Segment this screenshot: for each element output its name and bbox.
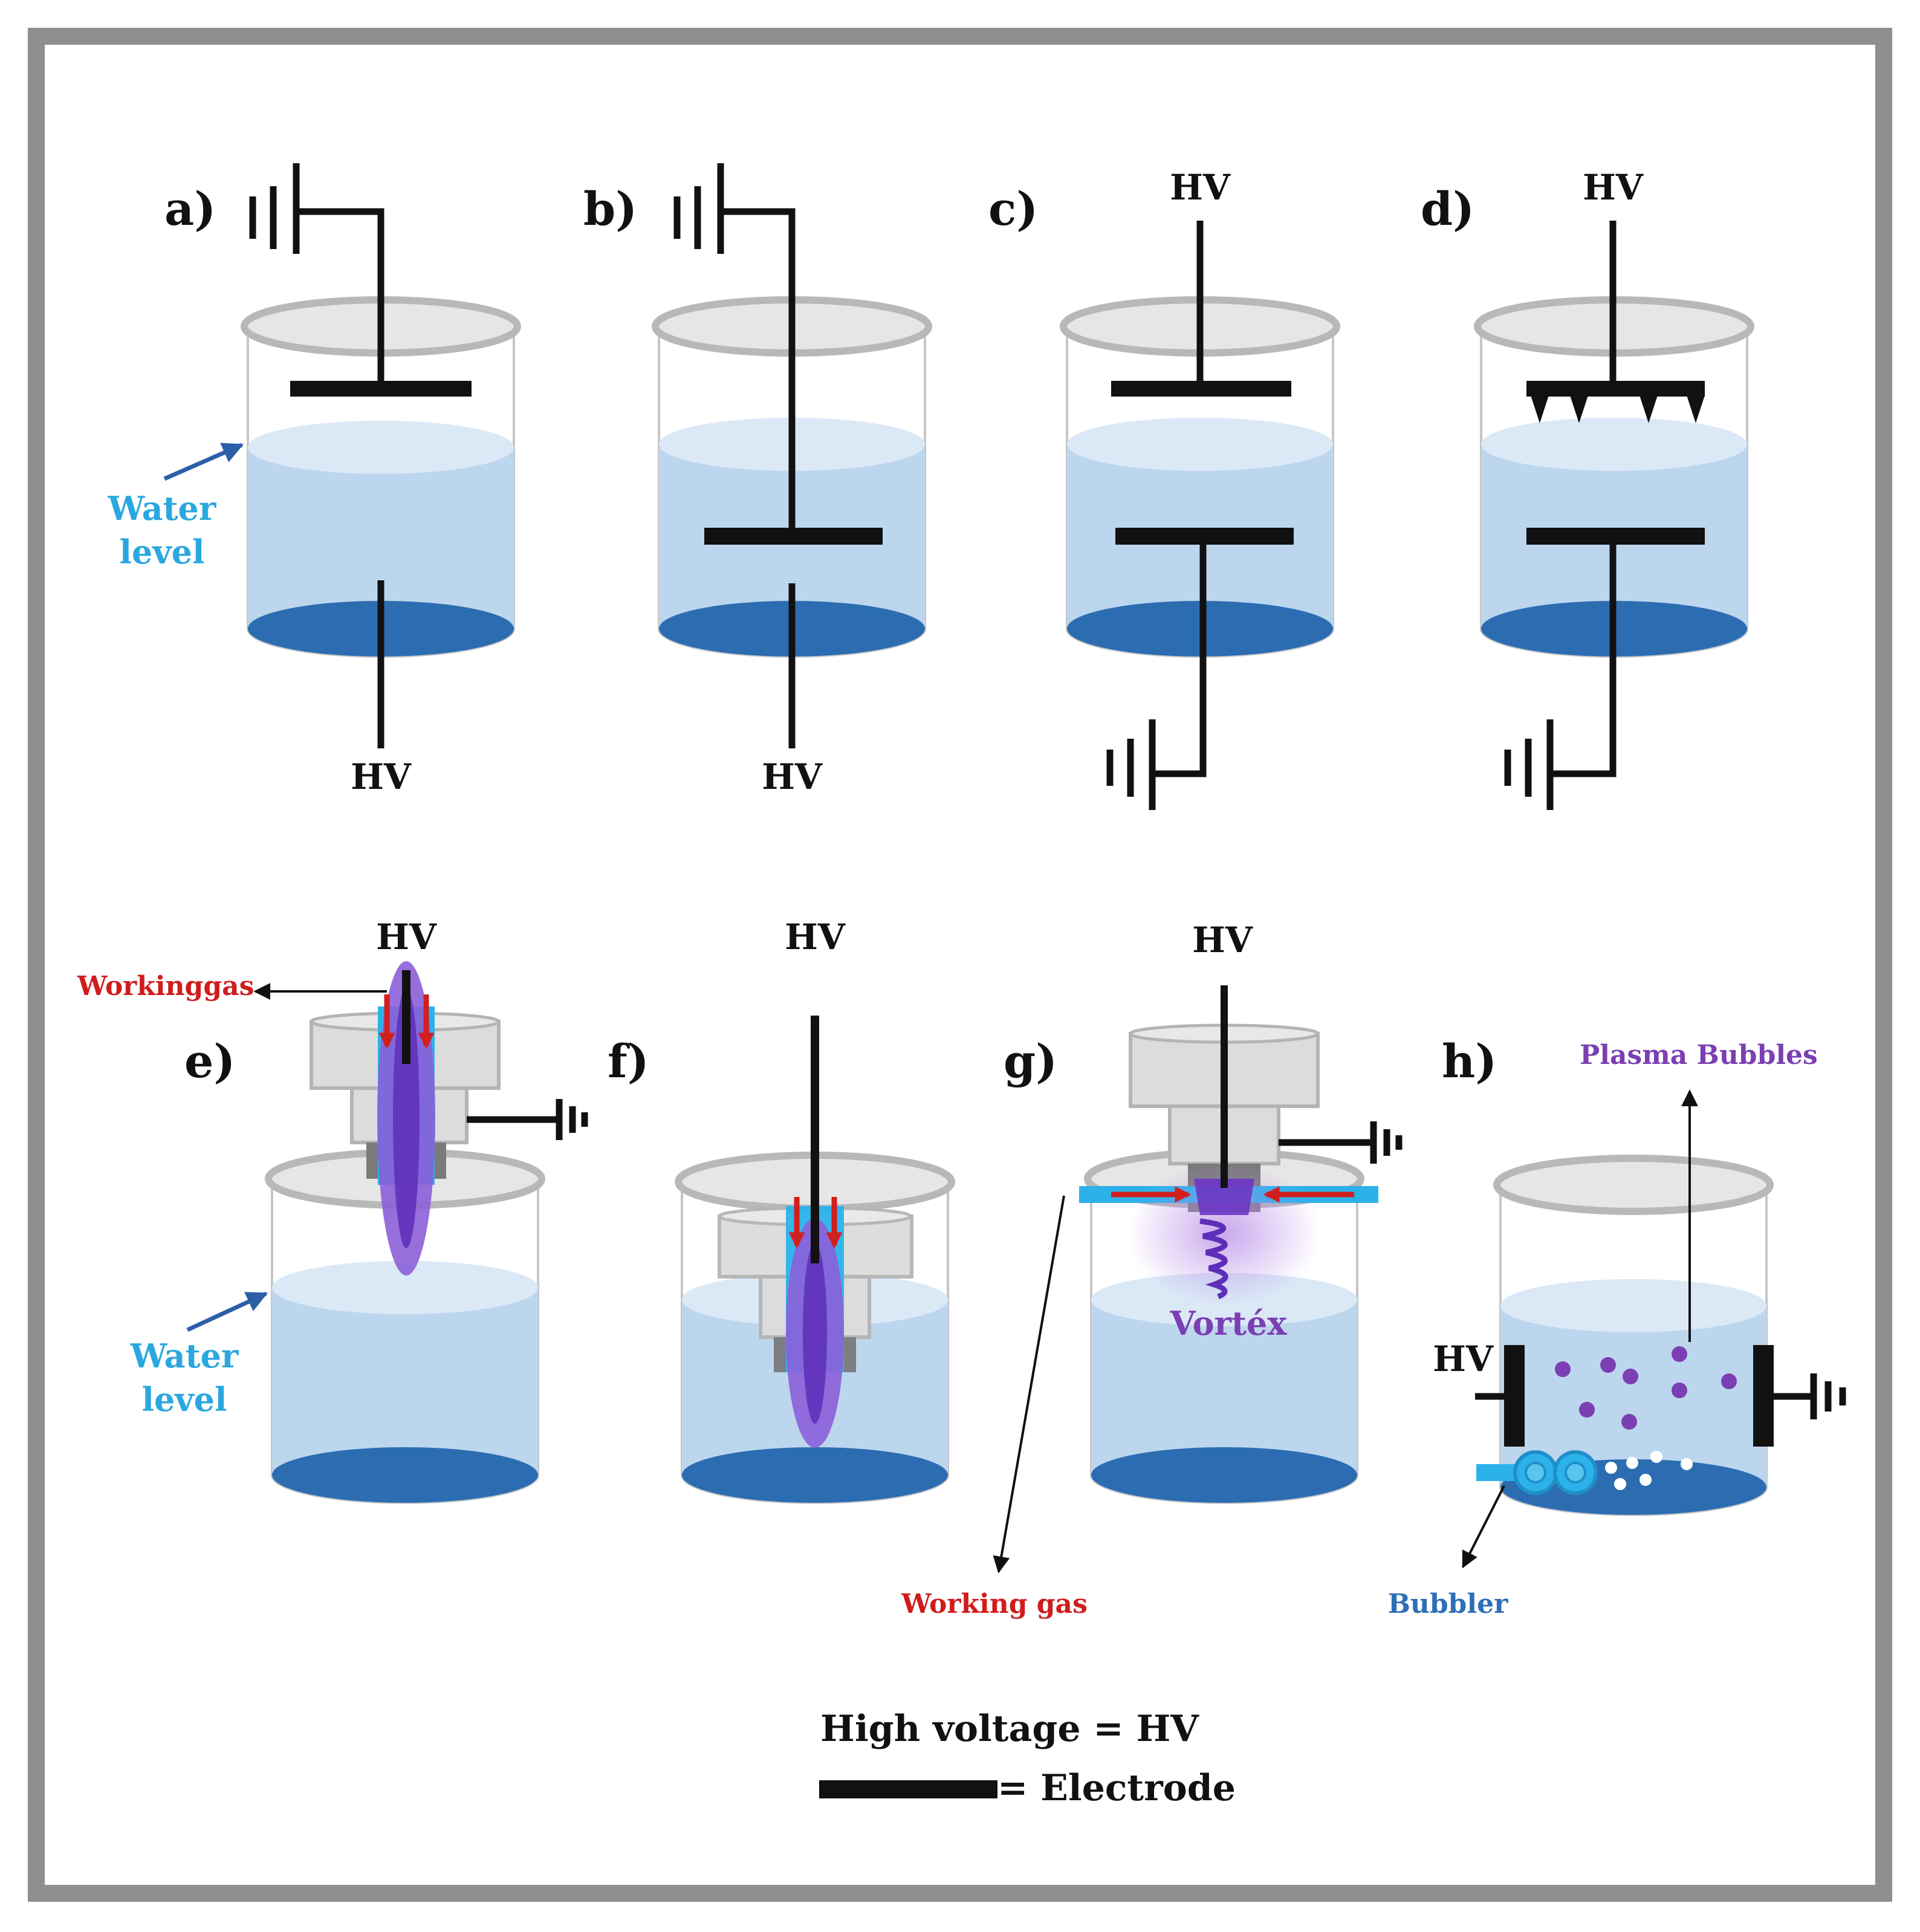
top-electrode-a — [290, 381, 472, 397]
hv-label-f: HV — [785, 916, 846, 958]
bubbler-h — [1476, 1450, 1598, 1495]
water-level-label-a-line2: level — [119, 533, 204, 571]
hv-label-a: HV — [351, 756, 412, 797]
panel-g: g) HV Vortéx Working gas — [901, 919, 1403, 1619]
vortex-spiral-g — [1199, 1218, 1228, 1300]
gas-bubbles-h — [1605, 1451, 1693, 1490]
panel-c-label: c) — [988, 182, 1038, 236]
hv-label-e: HV — [376, 916, 437, 958]
hv-label-h: HV — [1433, 1338, 1494, 1379]
submerged-electrode-b — [704, 528, 883, 545]
legend-hv-definition: High voltage = HV — [820, 1708, 1199, 1750]
panel-f-label: f) — [608, 1034, 649, 1088]
legend: High voltage = HV = Electrode — [819, 1708, 1236, 1809]
ground-side-electrode-h — [1753, 1345, 1774, 1447]
panel-d-label: d) — [1421, 182, 1474, 236]
vortex-label: Vortéx — [1170, 1304, 1288, 1343]
legend-electrode-swatch — [819, 1780, 997, 1798]
panel-b-label: b) — [583, 182, 637, 236]
submerged-electrode-c — [1115, 528, 1294, 545]
working-gas-label-e: Workinggas — [77, 971, 254, 1002]
plasma-bubbles-label: Plasma Bubbles — [1580, 1040, 1818, 1071]
plasma-bubbles-h — [1555, 1346, 1737, 1430]
ground-symbol-g — [1279, 1121, 1403, 1164]
water-level-label-a-line1: Water — [108, 489, 216, 528]
ground-symbol-a — [249, 163, 384, 348]
water-level-label-e-line1: Water — [130, 1337, 239, 1375]
panel-b: b) HV — [583, 163, 932, 797]
ground-symbol-h — [1774, 1373, 1846, 1419]
multi-pin-electrode-d — [1526, 381, 1705, 423]
hv-label-c: HV — [1170, 167, 1231, 208]
water-level-arrow-e — [186, 1291, 268, 1332]
panel-a-label: a) — [164, 182, 216, 236]
ground-symbol-c — [1106, 544, 1207, 810]
submerged-electrode-d — [1526, 528, 1705, 545]
bubbler-pointer — [1462, 1485, 1505, 1569]
working-gas-label-g: Working gas — [901, 1589, 1088, 1619]
legend-electrode-definition: = Electrode — [997, 1767, 1236, 1809]
water-level-arrow-a — [163, 442, 244, 481]
panel-c: c) HV — [988, 167, 1340, 810]
hv-label-b: HV — [762, 756, 823, 797]
panel-e-label: e) — [184, 1034, 235, 1088]
panel-d: d) HV — [1421, 167, 1754, 810]
ground-symbol-d — [1504, 544, 1617, 810]
bubbler-label: Bubbler — [1388, 1589, 1508, 1619]
hv-label-d: HV — [1583, 167, 1644, 208]
panel-g-label: g) — [1004, 1034, 1057, 1088]
ground-symbol-b — [673, 163, 796, 529]
panel-h: h) Plasma Bubbles HV — [1388, 1034, 1846, 1619]
top-electrode-c — [1111, 381, 1291, 397]
hv-side-electrode-h — [1504, 1345, 1525, 1447]
panel-f: f) HV — [608, 916, 955, 1504]
hv-label-g: HV — [1192, 919, 1253, 961]
water-level-label-e-line2: level — [141, 1380, 227, 1419]
panel-e: e) HV Workinggas Water lev — [77, 916, 588, 1504]
ground-symbol-e — [467, 1099, 588, 1140]
panel-a: a) HV Water level — [108, 163, 521, 797]
panel-h-label: h) — [1442, 1034, 1497, 1088]
working-gas-pointer-g — [993, 1195, 1065, 1574]
